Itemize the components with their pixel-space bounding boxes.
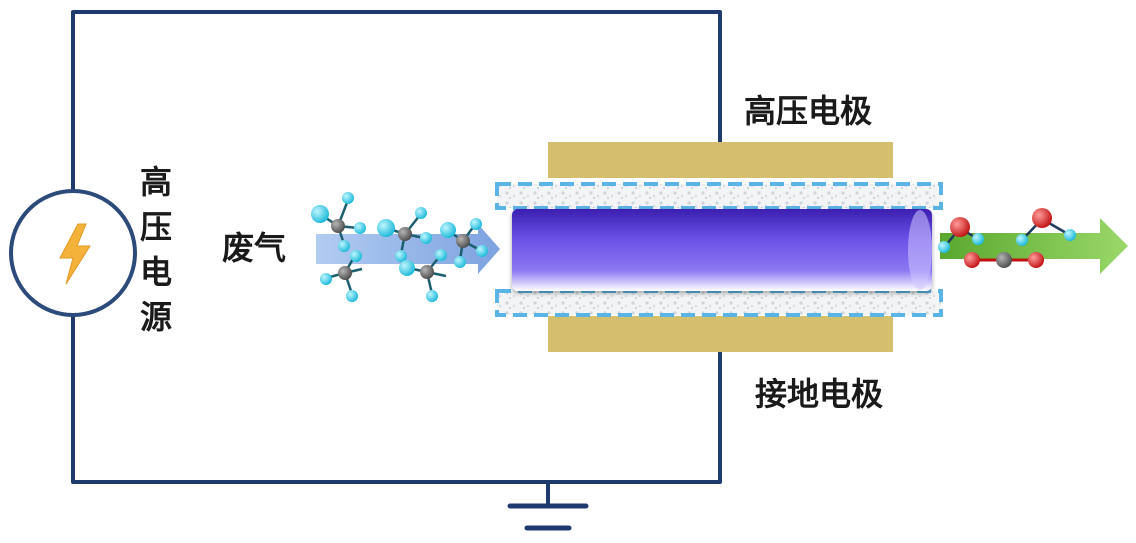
hv-power-source-label: 高 压 电 源 [139,160,173,340]
ground-electrode [548,316,893,352]
hv-electrode-label: 高压电极 [744,92,873,130]
lightning-bolt-icon [59,223,91,285]
ground-electrode-label: 接地电极 [755,375,884,413]
product-molecules [938,208,1076,268]
waste-gas-label: 废气 [222,229,287,267]
plasma-discharge-zone [512,209,932,291]
hv-power-source-char: 压 [139,208,172,246]
high-voltage-electrode [548,142,893,178]
high-voltage-power-source [9,189,137,317]
treated-gas-outlet-arrow [940,218,1128,274]
hv-power-source-char: 源 [139,298,172,336]
circuit-wire [71,10,722,505]
hv-power-source-char: 高 [139,163,172,201]
dielectric-layer-top [495,182,943,210]
waste-gas-inlet-arrow [316,224,500,274]
dielectric-layer-bottom [495,289,943,317]
ground-symbol-icon [507,503,589,531]
waste-gas-molecules [311,192,488,302]
hv-power-source-char: 电 [139,253,172,291]
